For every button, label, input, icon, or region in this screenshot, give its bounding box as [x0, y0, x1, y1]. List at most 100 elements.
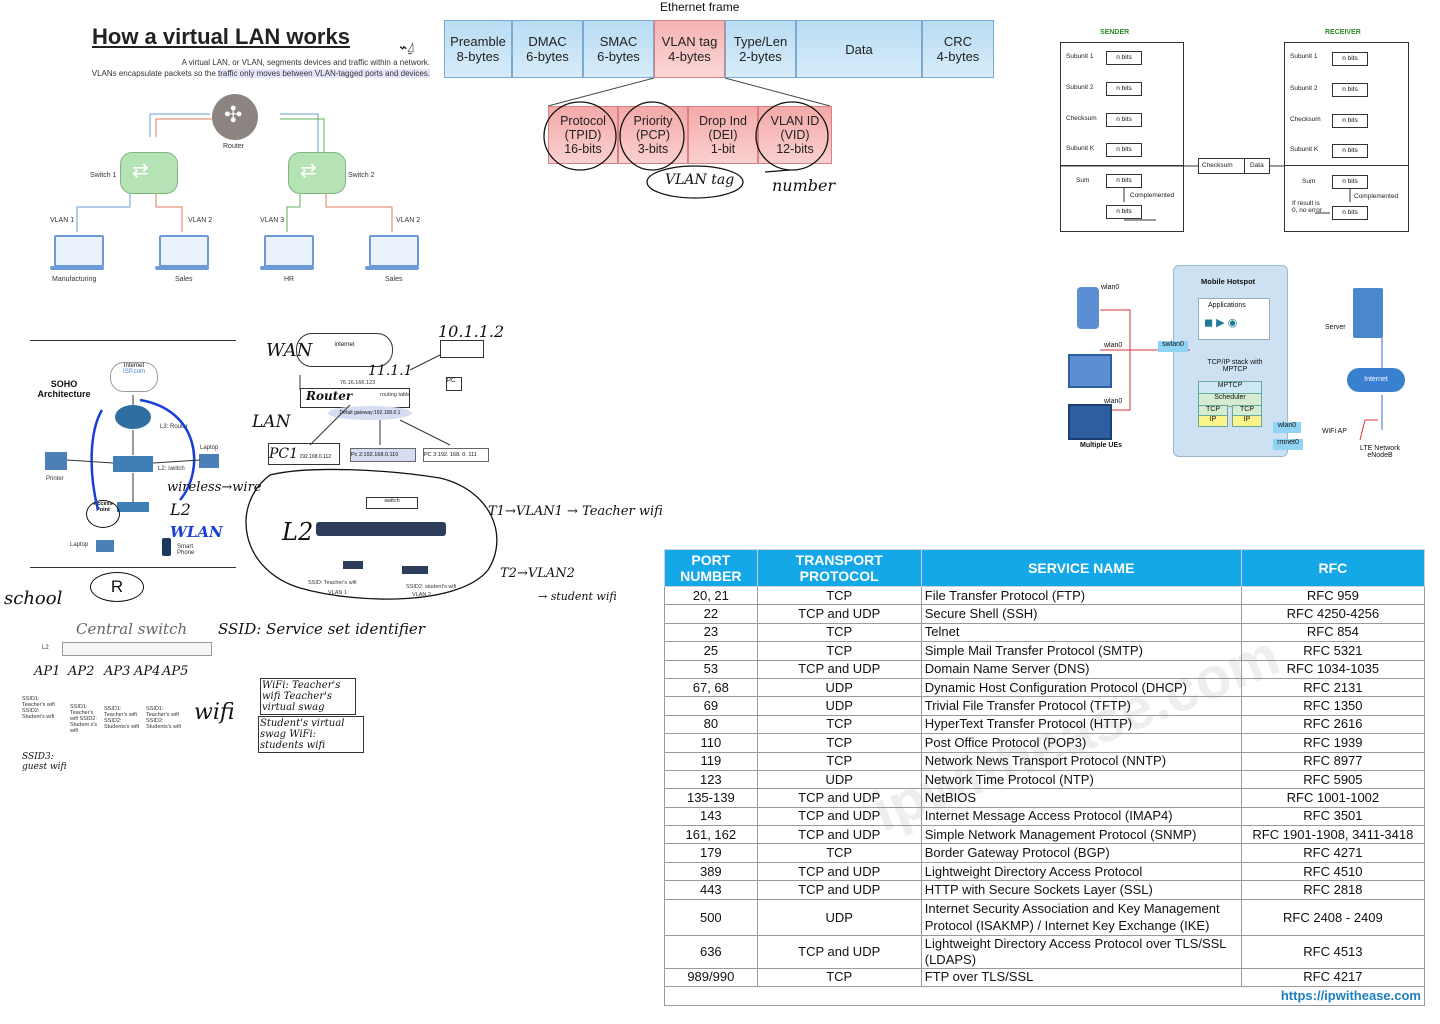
port-cell: 23 — [664, 622, 758, 643]
service-cell: HTTP with Secure Sockets Layer (SSL) — [920, 880, 1242, 900]
wlan0-label: wlan0 — [1104, 398, 1123, 405]
transport-cell: TCP — [756, 733, 922, 753]
port-cell: 179 — [664, 843, 758, 863]
nbits-box: n bits — [1106, 174, 1142, 188]
rfc-cell: RFC 3501 — [1240, 806, 1426, 827]
hotspot-title: Mobile Hotspot — [1201, 277, 1256, 286]
port-cell: 25 — [664, 641, 758, 661]
transport-cell: TCP — [756, 622, 922, 643]
port-cell: 53 — [664, 659, 758, 679]
vlan2b-label: VLAN 2 — [396, 217, 421, 224]
source-link[interactable]: https://ipwithease.com — [664, 986, 1425, 1007]
ip-label: IP — [1232, 415, 1262, 427]
router-label: Router — [223, 143, 245, 150]
laptop-icon — [369, 235, 419, 267]
service-cell: Secure Shell (SSH) — [920, 604, 1242, 624]
hand-central-switch: Central switch — [76, 620, 188, 638]
l2-label: L2 — [42, 645, 49, 651]
eth-cell-line2: 4-bytes — [668, 49, 711, 64]
transmit-box — [1198, 158, 1270, 174]
port-cell: 20, 21 — [664, 585, 758, 606]
vlan-connections — [76, 113, 393, 232]
router-label: Router — [306, 389, 353, 403]
receiver-row-label: Subunit 2 — [1290, 85, 1318, 92]
tag-line2: (PCP) — [635, 128, 671, 142]
transport-cell: TCP and UDP — [756, 788, 922, 808]
ip-label: IP — [1198, 415, 1228, 427]
soho-top-rule — [30, 340, 236, 341]
hand-ip-mid: 11.1.1 — [368, 363, 413, 379]
pc-label: HR — [284, 276, 295, 283]
hand-ip-top: 10.1.1.2 — [438, 322, 505, 341]
tag-line2: (TPID) — [564, 128, 602, 142]
service-cell: Simple Network Management Protocol (SNMP… — [920, 825, 1242, 845]
service-cell: NetBIOS — [920, 788, 1242, 808]
hand-ap5: AP5 — [162, 664, 189, 679]
service-cell: Dynamic Host Configuration Protocol (DHC… — [920, 677, 1242, 698]
hand-t2: T2→VLAN2 — [500, 566, 575, 581]
hand-wireless: wireless→wire — [167, 480, 262, 495]
nbits-box: n bits — [1332, 144, 1368, 158]
internet-label: Internet — [123, 363, 145, 369]
port-cell: 389 — [664, 861, 758, 882]
tag-line1: Drop Ind — [699, 114, 747, 128]
multiple-ues-label: Multiple UEs — [1080, 442, 1123, 449]
port-cell: 143 — [664, 806, 758, 827]
transport-cell: TCP and UDP — [756, 861, 922, 882]
eth-cell-line2: 6-bytes — [597, 49, 640, 64]
apps-label: Applications — [1208, 302, 1246, 309]
transport-cell: TCP and UDP — [756, 825, 922, 845]
rfc-cell: RFC 4271 — [1240, 843, 1426, 863]
desktop-icon — [1068, 354, 1112, 388]
hand-scribble: ⌁⍙ — [398, 40, 415, 56]
eth-cell-line1: VLAN tag — [661, 34, 718, 49]
sender-row-label: Subunit 1 — [1066, 53, 1094, 60]
receiver-row-label: Checksum — [1290, 116, 1321, 123]
transport-cell: UDP — [756, 898, 922, 936]
transport-cell: TCP and UDP — [756, 659, 922, 679]
internet-cloud: Internet — [1347, 368, 1405, 392]
transport-cell: TCP and UDP — [756, 806, 922, 827]
rfc-cell: RFC 8977 — [1240, 751, 1426, 771]
access-point-label: Access Point — [86, 500, 120, 528]
hand-lan: LAN — [252, 412, 291, 432]
hand-l2: L2 — [170, 500, 191, 519]
tag-line2: (VID) — [780, 128, 810, 142]
vlan-title: How a virtual LAN works — [92, 24, 350, 49]
hotspot-links — [1100, 309, 1383, 441]
pc-label: Manufacturing — [52, 276, 97, 283]
laptop-icon — [199, 454, 219, 468]
eth-cell-line1: Preamble — [450, 34, 506, 49]
vlan-subtitle-1: A virtual LAN, or VLAN, segments devices… — [181, 58, 430, 67]
hand-ap4: AP4 — [134, 664, 161, 679]
laptop-icon — [54, 235, 104, 267]
tag-expansion-lines — [547, 78, 831, 107]
transport-cell: TCP — [756, 751, 922, 771]
switch-arrows-icon: ⇄ — [300, 160, 317, 182]
port-cell: 500 — [664, 898, 758, 936]
ssid1-label: SSID: Teacher's wifi — [308, 580, 357, 586]
hand-t1: T1→VLAN1 → Teacher wifi — [488, 504, 663, 519]
eth-cell-line2: 6-bytes — [526, 49, 569, 64]
transport-cell: TCP — [756, 967, 922, 988]
switch-box: switch — [366, 497, 418, 509]
soho-ink — [66, 395, 201, 511]
complemented-label: Complemented — [1354, 193, 1399, 200]
sender-row-label: Subunit 2 — [1066, 84, 1094, 91]
